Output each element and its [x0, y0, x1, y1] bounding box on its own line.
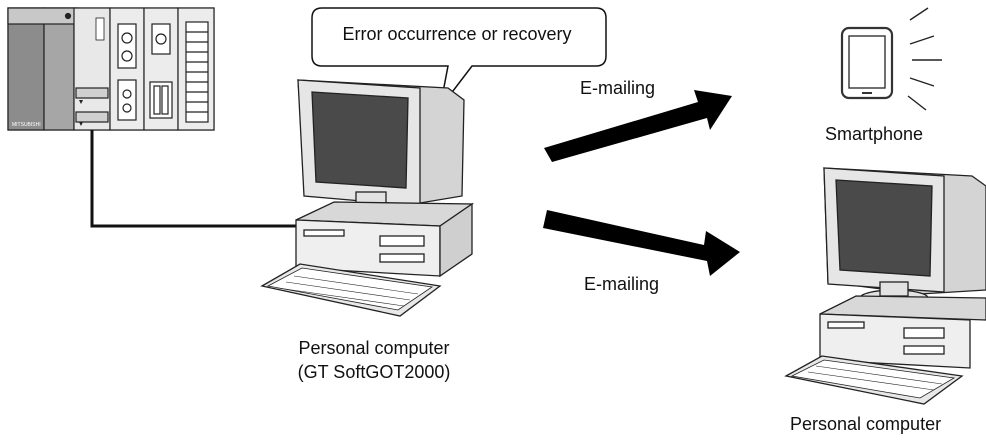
plc-cable — [90, 130, 300, 228]
smartphone-label: Smartphone — [825, 124, 923, 144]
source-pc-label-line2: (GT SoftGOT2000) — [298, 362, 451, 382]
plc-unit — [7, 7, 215, 131]
plc-brand-text: MITSUBISHI — [12, 122, 41, 128]
source-pc-label-line1: Personal computer — [298, 338, 449, 358]
smartphone-signal-icon — [907, 7, 942, 111]
speech-bubble-text: Error occurrence or recovery — [342, 24, 572, 44]
smartphone-icon — [840, 26, 894, 100]
arrow-to-pc — [543, 210, 740, 276]
arrow-to-smartphone — [544, 90, 732, 162]
source-pc-icon — [260, 79, 475, 317]
target-pc-label: Personal computer — [790, 414, 941, 434]
arrow-label-bottom: E-mailing — [584, 274, 659, 294]
speech-bubble — [311, 7, 607, 109]
target-pc-icon — [784, 167, 986, 405]
arrow-label-top: E-mailing — [580, 78, 655, 98]
